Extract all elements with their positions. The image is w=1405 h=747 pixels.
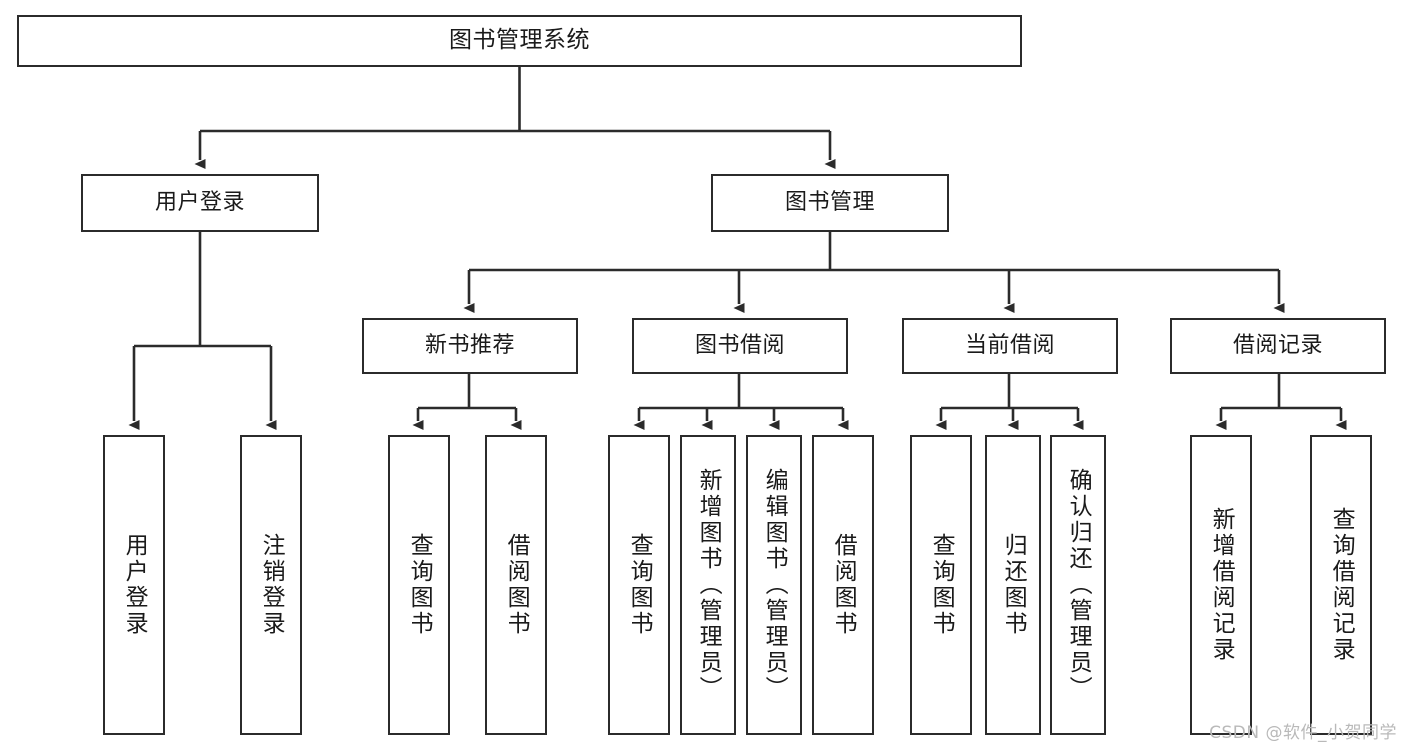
node-root[interactable]: 图书管理系统 (17, 15, 1022, 67)
node-leaf-return-book-label: 归还图书 (1000, 533, 1027, 637)
csdn-watermark: CSDN @软件_小贺同学 (1209, 723, 1397, 743)
node-leaf-query-borrow-record[interactable]: 查询借阅记录 (1310, 435, 1372, 735)
node-leaf-edit-book-label: 编辑图书（管理员） (761, 468, 788, 702)
node-leaf-add-book[interactable]: 新增图书（管理员） (680, 435, 736, 735)
node-user-login-label: 用户登录 (154, 190, 245, 216)
node-leaf-borrow-book-2[interactable]: 借阅图书 (812, 435, 874, 735)
node-leaf-query-book-1-label: 查询图书 (406, 533, 433, 637)
node-book-manage[interactable]: 图书管理 (711, 174, 949, 232)
node-leaf-edit-book[interactable]: 编辑图书（管理员） (746, 435, 802, 735)
node-user-login[interactable]: 用户登录 (81, 174, 319, 232)
node-leaf-query-book-1[interactable]: 查询图书 (388, 435, 450, 735)
node-leaf-query-book-3-label: 查询图书 (928, 533, 955, 637)
node-leaf-user-login[interactable]: 用户登录 (103, 435, 165, 735)
node-leaf-borrow-book-2-label: 借阅图书 (830, 533, 857, 637)
node-borrow-record[interactable]: 借阅记录 (1170, 318, 1386, 374)
node-leaf-borrow-book-1[interactable]: 借阅图书 (485, 435, 547, 735)
node-book-manage-label: 图书管理 (784, 190, 875, 216)
node-leaf-confirm-return[interactable]: 确认归还（管理员） (1050, 435, 1106, 735)
node-leaf-user-logout[interactable]: 注销登录 (240, 435, 302, 735)
node-leaf-add-borrow-record[interactable]: 新增借阅记录 (1190, 435, 1252, 735)
node-new-book-recommend[interactable]: 新书推荐 (362, 318, 578, 374)
node-current-borrow[interactable]: 当前借阅 (902, 318, 1118, 374)
node-leaf-return-book[interactable]: 归还图书 (985, 435, 1041, 735)
node-leaf-add-book-label: 新增图书（管理员） (695, 468, 722, 702)
node-leaf-user-login-label: 用户登录 (121, 533, 148, 637)
node-root-label: 图书管理系统 (449, 27, 590, 54)
node-leaf-query-book-2[interactable]: 查询图书 (608, 435, 670, 735)
node-leaf-user-logout-label: 注销登录 (258, 533, 285, 637)
node-leaf-query-book-3[interactable]: 查询图书 (910, 435, 972, 735)
node-book-borrow[interactable]: 图书借阅 (632, 318, 848, 374)
node-leaf-query-borrow-record-label: 查询借阅记录 (1328, 507, 1355, 663)
node-current-borrow-label: 当前借阅 (964, 333, 1055, 359)
node-borrow-record-label: 借阅记录 (1232, 333, 1323, 359)
node-leaf-confirm-return-label: 确认归还（管理员） (1065, 468, 1092, 702)
node-book-borrow-label: 图书借阅 (694, 333, 785, 359)
node-leaf-borrow-book-1-label: 借阅图书 (503, 533, 530, 637)
node-leaf-query-book-2-label: 查询图书 (626, 533, 653, 637)
node-leaf-add-borrow-record-label: 新增借阅记录 (1208, 507, 1235, 663)
node-new-book-recommend-label: 新书推荐 (424, 333, 515, 359)
